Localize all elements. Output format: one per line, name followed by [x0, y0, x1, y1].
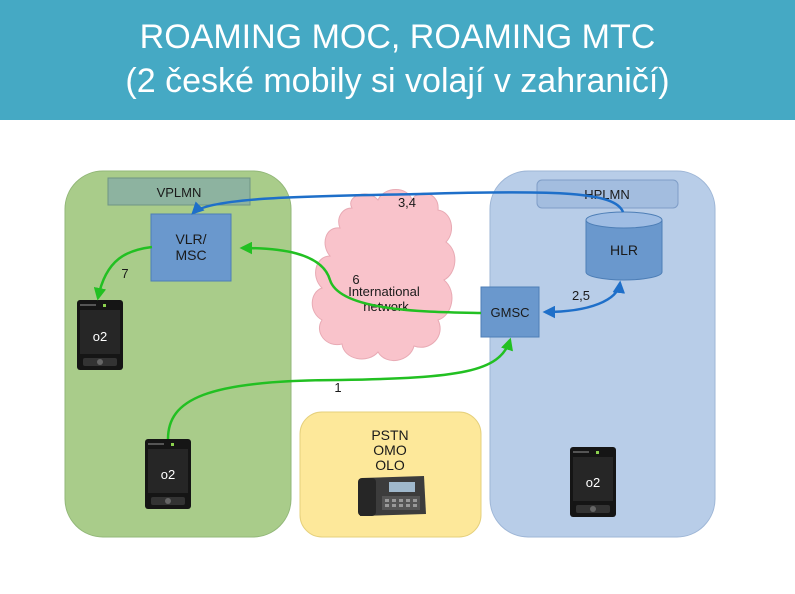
phone-brand-label: o2: [586, 475, 600, 490]
call-arrow-1: [166, 337, 513, 440]
pstn-label-2: OMO: [373, 442, 407, 458]
step-3-4-label: 3,4: [398, 195, 416, 210]
pstn-label-1: PSTN: [371, 427, 408, 443]
step-1-label: 1: [334, 380, 341, 395]
desk-phone-icon: [358, 476, 426, 516]
vplmn-area: [64, 170, 292, 538]
vlr-label-2: MSC: [175, 247, 206, 263]
gmsc-label: GMSC: [491, 305, 530, 320]
international-label-1: International: [348, 284, 420, 299]
call-arrow-6: [239, 241, 482, 315]
hlr-label: HLR: [610, 242, 638, 258]
hplmn-label-box: [536, 179, 679, 209]
title-banner: ROAMING MOC, ROAMING MTC (2 české mobily…: [0, 0, 795, 120]
step-7-label: 7: [121, 266, 128, 281]
vplmn-label-box: [107, 177, 251, 206]
step-6-label: 6: [352, 272, 359, 287]
pstn-label-3: OLO: [375, 457, 405, 473]
signal-arrow-3-4: [191, 191, 625, 215]
phone-brand-label: o2: [93, 329, 107, 344]
phone-brand-label: o2: [161, 467, 175, 482]
hlr-node: [585, 211, 663, 281]
pstn-area: [299, 411, 482, 538]
vlr-label-1: VLR/: [175, 231, 206, 247]
call-arrow-7: [93, 245, 153, 301]
signal-arrow-2-5: [542, 280, 626, 319]
international-network-cloud: [311, 189, 456, 361]
vplmn-label: VPLMN: [157, 185, 202, 200]
title-line-1: ROAMING MOC, ROAMING MTC: [139, 18, 656, 56]
step-2-5-label: 2,5: [572, 288, 590, 303]
gmsc-node: [480, 286, 540, 338]
title-line-2: (2 české mobily si volají v zahraničí): [125, 62, 670, 100]
